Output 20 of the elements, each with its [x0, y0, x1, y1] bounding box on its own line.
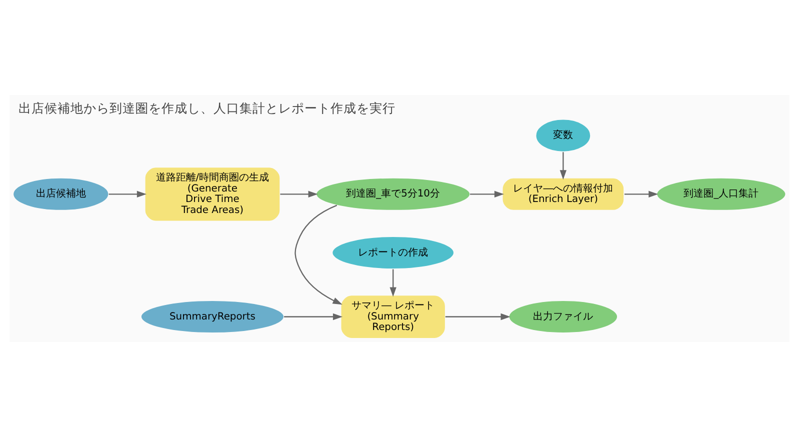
arrow: [280, 190, 318, 197]
arrow: [445, 312, 510, 320]
arrow: [560, 152, 567, 180]
node-box: サマリ― レポート (Summary Reports): [340, 294, 446, 338]
arrow: [108, 190, 146, 197]
node-ellipse: 到達圏_人口集計: [656, 176, 786, 210]
node-ellipse: 到達圏_車で5分10分: [316, 176, 470, 210]
arrow: [294, 204, 342, 304]
node-ellipse: 変数: [535, 118, 591, 152]
node-box: レイヤ―への情報付加 (Enrich Layer): [502, 176, 624, 210]
node-ellipse: レポートの作成: [332, 236, 454, 269]
arrow: [390, 268, 396, 296]
diagram-title: 出店候補地から到達圏を作成し、人口集計とレポート作成を実行: [18, 100, 396, 115]
node-ellipse: SummaryReports: [140, 300, 284, 333]
arrow: [284, 312, 343, 320]
arrow: [470, 190, 504, 197]
node-ellipse: 出力ファイル: [508, 300, 618, 333]
arrow: [624, 190, 658, 197]
node-ellipse: 出店候補地: [12, 176, 110, 210]
node-box: 道路距離/時間商圏の生成 (Generate Drive Time Trade Areas): [144, 166, 281, 222]
